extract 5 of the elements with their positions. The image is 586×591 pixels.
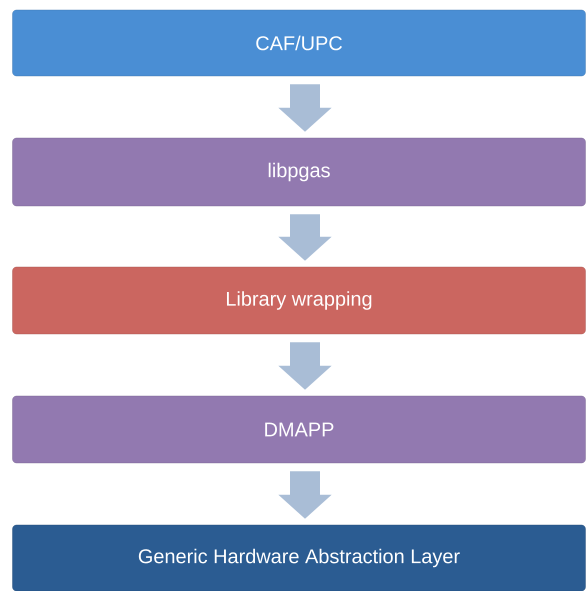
layer-box: Library wrapping (12, 266, 586, 334)
layer-box: libpgas (12, 138, 586, 206)
layer-box: DMAPP (12, 396, 586, 464)
layer-box: Generic Hardware Abstraction Layer (12, 524, 586, 591)
layer-box: CAF/UPC (12, 10, 586, 76)
